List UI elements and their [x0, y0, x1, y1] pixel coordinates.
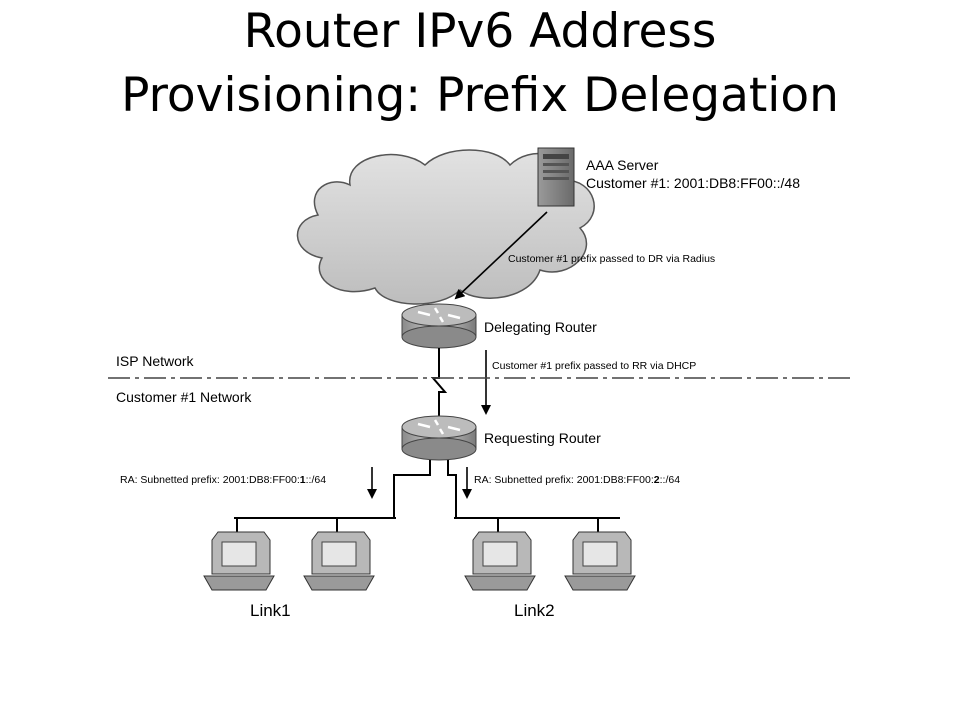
- isp-network-label: ISP Network: [116, 353, 195, 369]
- link2-label: Link2: [514, 601, 555, 620]
- link1-uplink: [393, 460, 431, 518]
- link2-uplink: [447, 460, 457, 518]
- pc-icon: [303, 531, 375, 591]
- link1-label: Link1: [250, 601, 291, 620]
- isp-cloud: [296, 149, 595, 305]
- slide-title-line2: Provisioning: Prefix Delegation: [121, 68, 839, 123]
- radius-arrow: [454, 211, 548, 300]
- pc-icon: [203, 531, 275, 591]
- requesting-router-icon: [401, 415, 477, 461]
- aaa-server-prefix: Customer #1: 2001:DB8:FF00::/48: [586, 175, 800, 191]
- aaa-server-label: AAA Server: [586, 157, 659, 173]
- customer-network-label: Customer #1 Network: [116, 389, 252, 405]
- pc-icon: [464, 531, 536, 591]
- radius-note: Customer #1 prefix passed to DR via Radi…: [508, 253, 715, 265]
- dhcp-note: Customer #1 prefix passed to RR via DHCP: [492, 360, 696, 372]
- delegating-router-icon: [401, 303, 477, 349]
- ra-right-note: RA: Subnetted prefix: 2001:DB8:FF00:2::/…: [474, 474, 680, 486]
- pc-icon: [564, 531, 636, 591]
- ra-left-note: RA: Subnetted prefix: 2001:DB8:FF00:1::/…: [120, 474, 326, 486]
- slide-title-line1: Router IPv6 Address: [243, 4, 717, 59]
- delegating-router-label: Delegating Router: [484, 319, 597, 335]
- serial-link: [430, 348, 448, 425]
- aaa-server-icon: [537, 147, 575, 207]
- prefix-delegation-diagram: AAA Server Customer #1: 2001:DB8:FF00::/…: [108, 147, 852, 620]
- requesting-router-label: Requesting Router: [484, 430, 601, 446]
